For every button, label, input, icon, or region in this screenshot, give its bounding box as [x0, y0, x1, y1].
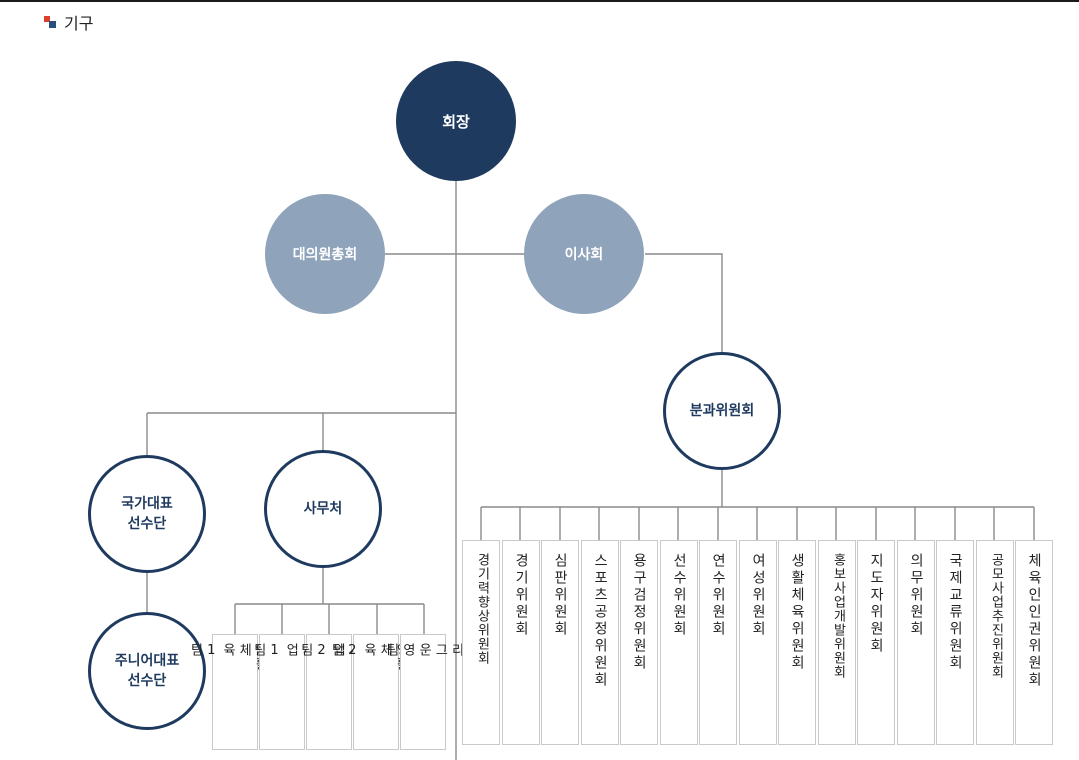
committee-box: 체육인인권위원회 — [1015, 540, 1053, 745]
committee-label: 공모사업추진위원회 — [988, 553, 1004, 679]
national-team-node: 국가대표 선수단 — [88, 455, 206, 573]
committee-box: 홍보사업개발위원회 — [818, 540, 856, 745]
committee-box: 여성위원회 — [739, 540, 777, 745]
committee-box: 스포츠공정위원회 — [581, 540, 619, 745]
committee-label: 생활체육위원회 — [789, 553, 806, 672]
committee-label: 지도자위원회 — [868, 553, 885, 655]
committee-box: 용구검정위원회 — [620, 540, 658, 745]
committee-label: 스포츠공정위원회 — [592, 553, 609, 689]
committee-label: 국제교류위원회 — [947, 553, 964, 672]
team-box: 사 업 2 팀 — [298, 634, 362, 750]
secretariat-node: 사무처 — [264, 450, 382, 568]
section-title-text: 기구 — [64, 14, 94, 33]
junior-team-node: 주니어대표 선수단 — [88, 612, 206, 730]
committee-label: 선수위원회 — [671, 553, 688, 638]
committee-box: 심판위원회 — [541, 540, 579, 745]
committee-label: 체육인인권위원회 — [1026, 553, 1043, 689]
committee-label: 경기위원회 — [513, 553, 530, 638]
committee-label: 여성위원회 — [750, 553, 767, 638]
committee-label: 경기력향상위원회 — [474, 553, 490, 665]
section-bullet-icon — [44, 16, 56, 28]
committee-label: 심판위원회 — [552, 553, 569, 638]
team-label: 리 그 운 영 팀 — [383, 643, 464, 657]
committee-label: 용구검정위원회 — [631, 553, 648, 672]
committee-label: 의무위원회 — [908, 553, 925, 638]
committee-box: 의무위원회 — [897, 540, 935, 745]
committee-box: 경기위원회 — [502, 540, 540, 745]
committee-box: 선수위원회 — [660, 540, 698, 745]
president-node: 회장 — [396, 61, 516, 181]
committee-box: 연수위원회 — [699, 540, 737, 745]
top-rule — [0, 0, 1079, 2]
committee-box: 공모사업추진위원회 — [976, 540, 1014, 745]
section-title: 기구 — [44, 10, 93, 34]
committee-box: 생활체육위원회 — [778, 540, 816, 745]
subcommittees-node: 분과위원회 — [663, 352, 781, 470]
team-box: 리 그 운 영 팀 — [384, 634, 464, 750]
board-node: 이사회 — [524, 194, 644, 314]
general-assembly-node: 대의원총회 — [265, 194, 385, 314]
committee-label: 홍보사업개발위원회 — [830, 553, 846, 679]
committee-box: 국제교류위원회 — [936, 540, 974, 745]
committee-label: 연수위원회 — [710, 553, 727, 638]
committee-box: 경기력향상위원회 — [462, 540, 500, 745]
committee-box: 지도자위원회 — [857, 540, 895, 745]
